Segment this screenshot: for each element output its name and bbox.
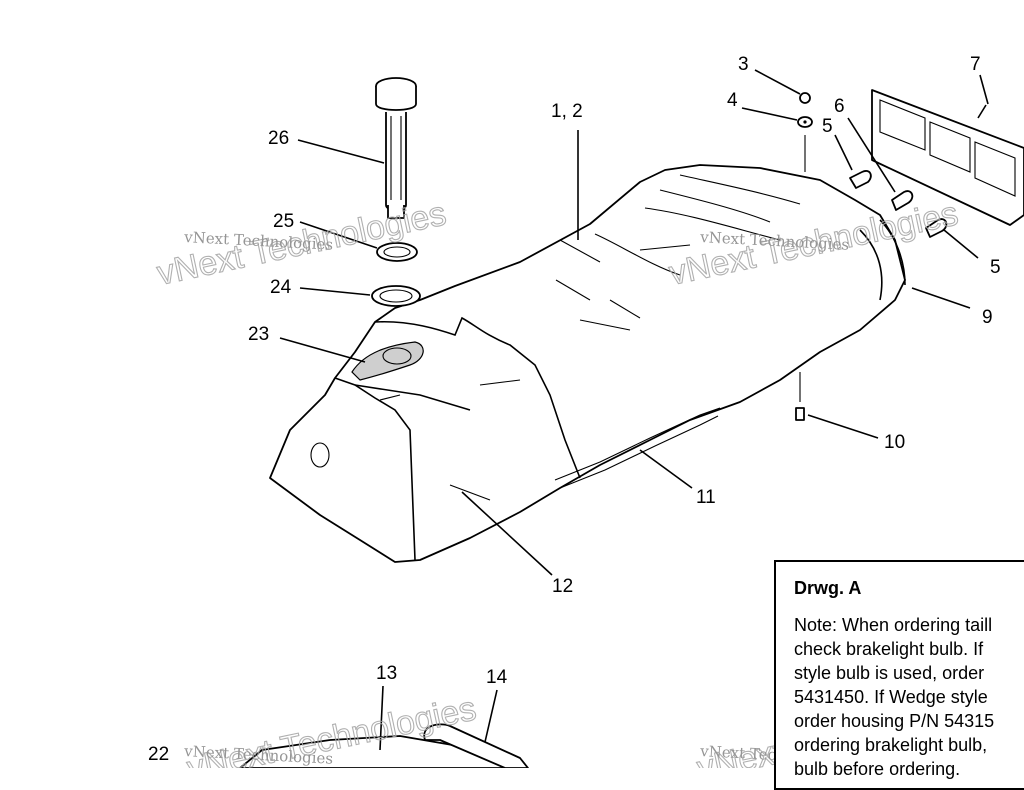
callout-26: 26 — [268, 128, 289, 149]
mount-hole — [310, 442, 330, 468]
fuel-cap-26 — [375, 77, 417, 219]
callout-25: 25 — [273, 211, 294, 232]
note-title: Drwg. A — [794, 578, 862, 598]
note-line-7: bulb before ordering. — [794, 759, 961, 779]
part-14-handle — [423, 723, 529, 768]
callout-24: 24 — [270, 277, 292, 298]
callout-3: 3 — [738, 54, 749, 75]
callout-6: 6 — [834, 96, 845, 117]
note-line-2: check brakelight bulb. If — [794, 639, 984, 659]
note-line-4: 5431450. If Wedge style — [794, 687, 988, 707]
callout-9: 9 — [982, 307, 993, 328]
part-13-panel — [239, 735, 521, 768]
drawing-note-box: Drwg. A Note: When ordering taill check … — [774, 560, 1024, 790]
seat-tank-assembly — [269, 164, 906, 563]
gasket-24 — [371, 285, 421, 307]
callout-10: 10 — [884, 432, 905, 453]
note-line-5: order housing P/N 54315 — [794, 711, 995, 731]
callout-7: 7 — [970, 54, 981, 75]
callout-4: 4 — [727, 90, 738, 111]
note-line-1: Note: When ordering taill — [794, 615, 993, 635]
callout-22: 22 — [148, 744, 169, 765]
taillight-hardware — [795, 89, 1024, 421]
callout-5-top: 5 — [822, 116, 833, 137]
parts-diagram: vNext Technologies vNext Technologies vN… — [148, 54, 1024, 768]
note-line-6: ordering brakelight bulb, — [794, 735, 988, 755]
callout-23: 23 — [248, 324, 269, 345]
gasket-25 — [376, 242, 418, 262]
callout-14: 14 — [486, 667, 508, 688]
callout-1-2: 1, 2 — [551, 101, 583, 122]
callouts: 26 25 24 23 1, 2 3 4 5 6 7 5 9 10 11 12 … — [148, 54, 1001, 765]
callout-5-right: 5 — [990, 257, 1001, 278]
leader-lines — [279, 69, 989, 751]
callout-11: 11 — [696, 487, 716, 508]
note-line-3: style bulb is used, order — [794, 663, 985, 683]
callout-12: 12 — [552, 576, 573, 597]
callout-13: 13 — [376, 663, 397, 684]
